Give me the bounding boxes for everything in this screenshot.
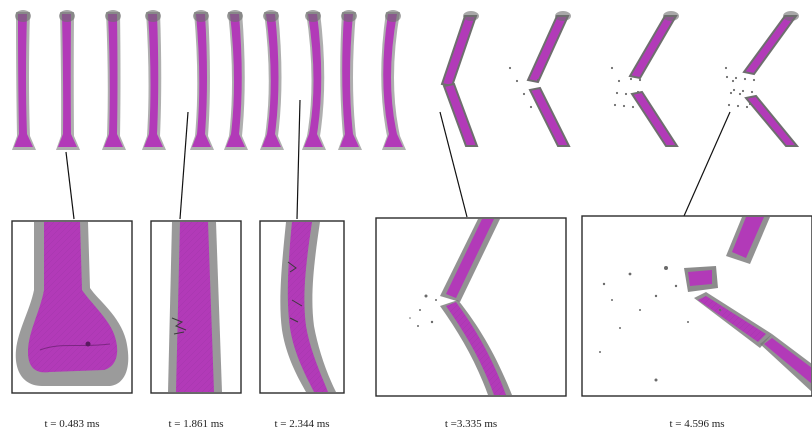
bone-head [145,10,161,22]
bone-head [663,11,679,21]
bone-head [555,11,571,21]
bone-head [105,10,121,22]
sequence-frame-10 [381,10,406,150]
caption-panel-1: t = 0.483 ms [2,418,142,430]
caption-panel-5: t = 4.596 ms [627,418,767,430]
sequence-frame-12 [509,11,571,146]
bone-head [385,10,401,22]
debris-particle [625,93,627,95]
sequence-frame-1 [12,10,36,150]
debris-particle [730,92,732,94]
zoom-panel-2 [151,221,241,393]
debris-particle [725,67,727,69]
bone-head [263,10,279,22]
debris-particle [632,106,634,108]
debris-particle [751,91,753,93]
leader-line-3 [297,100,300,219]
debris-particle [737,105,739,107]
bone-time-sequence [12,10,799,150]
sequence-frame-13 [611,11,679,146]
debris-particle [742,90,744,92]
sequence-frame-3 [102,10,126,150]
bone-upper-fragment [528,16,568,82]
debris-particle [639,79,641,81]
zoom-panel-1 [12,221,132,393]
sequence-frame-7 [260,10,284,150]
debris-particle [746,106,748,108]
sequence-frame-14 [725,11,799,146]
debris-particle [735,77,737,79]
bone-head [305,10,321,22]
debris-particle [732,80,734,82]
zoom-panel-5 [582,216,812,396]
debris-particle [637,91,639,93]
bone-lower-fragment [632,92,677,146]
debris-particle [728,104,730,106]
debris-particle [630,78,632,80]
bone-lower-fragment [444,84,477,146]
bone-upper-fragment [630,16,676,78]
debris-particle [509,67,511,69]
leader-lines [66,100,730,219]
bone-head [193,10,209,22]
caption-panel-3: t = 2.344 ms [232,418,372,430]
bone-head [341,10,357,22]
debris-particle [611,67,613,69]
leader-line-1 [66,152,74,219]
debris-particle [733,89,735,91]
debris-particle [614,104,616,106]
bone-head [59,10,75,22]
debris-particle [623,105,625,107]
bone-head [783,11,799,21]
debris-particle [739,93,741,95]
sequence-frame-8 [302,10,326,150]
bone-lower-fragment [530,88,569,146]
leader-line-2 [180,112,188,219]
bone-upper-fragment [442,16,476,86]
zoom-panel-4 [376,218,566,396]
caption-panel-4: t =3.335 ms [401,418,541,430]
bone-upper-fragment [744,16,796,74]
leader-line-5 [684,112,730,216]
debris-particle [523,93,525,95]
sequence-frame-2 [56,10,80,150]
debris-particle [537,79,539,81]
bone-head [227,10,243,22]
debris-particle [618,80,620,82]
debris-particle [616,92,618,94]
debris-particle [516,80,518,82]
sequence-frame-5 [190,10,214,150]
sequence-frame-4 [142,10,166,150]
debris-particle [530,106,532,108]
bone-lower-fragment [746,96,797,146]
zoom-panel-3 [260,221,344,393]
debris-particle [753,79,755,81]
bone-head [15,10,31,22]
bone-head [463,11,479,21]
sequence-frame-6 [224,10,248,150]
debris-particle [726,76,728,78]
debris-particle [744,78,746,80]
debris-particle [749,103,751,105]
sequence-frame-11 [442,11,479,146]
sequence-frame-9 [338,10,362,150]
